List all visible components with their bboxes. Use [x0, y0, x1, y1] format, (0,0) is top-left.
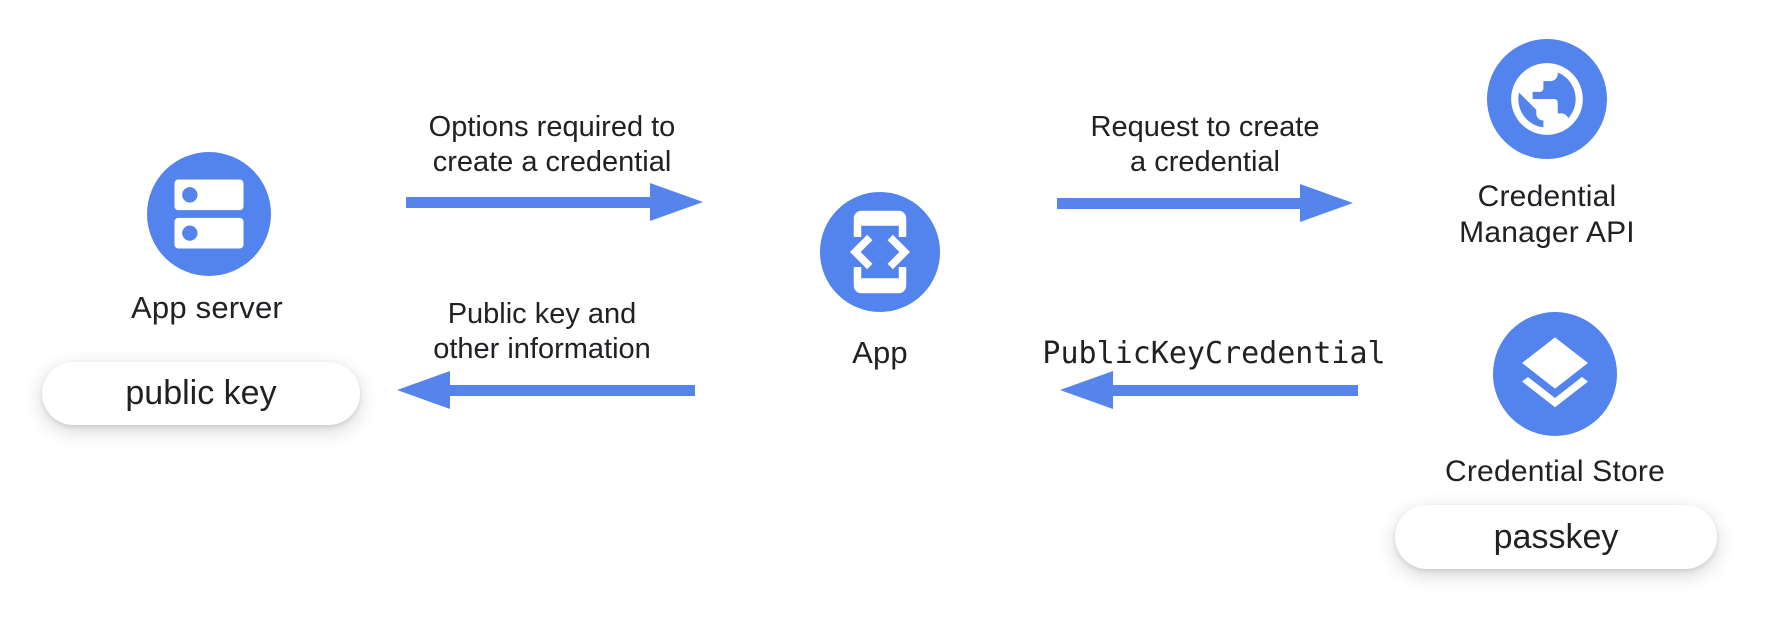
public-key-pill: public key — [42, 362, 360, 425]
app-node — [820, 192, 940, 312]
arrow-request-label: Request to create a credential — [1090, 111, 1320, 178]
credential-store-node — [1493, 312, 1617, 436]
arrow-publickey-info-shaft — [449, 385, 695, 396]
arrow-options-head — [650, 183, 703, 221]
app-server-label: App server — [131, 290, 283, 325]
arrow-publickeycredential-shaft — [1112, 385, 1358, 396]
layers-icon — [1511, 330, 1599, 418]
credential-manager-label: Credential Manager API — [1459, 180, 1635, 249]
arrow-publickeycredential-label: PublicKeyCredential — [1042, 336, 1386, 371]
app-label: App — [852, 335, 908, 370]
arrow-options-label: Options required to create a credential — [428, 111, 676, 178]
app-server-node — [147, 152, 271, 276]
arrow-request-shaft — [1057, 198, 1301, 209]
credential-manager-node — [1487, 39, 1607, 159]
phone-dev-mode-icon — [835, 207, 925, 297]
arrow-publickey-info-head — [397, 371, 450, 409]
arrow-publickey-info-label: Public key and other information — [433, 298, 651, 365]
passkey-pill-text: passkey — [1493, 517, 1619, 556]
credential-store-label: Credential Store — [1445, 455, 1665, 488]
server-dns-icon — [163, 168, 255, 260]
globe-icon — [1504, 56, 1590, 142]
passkey-pill: passkey — [1395, 505, 1717, 569]
arrow-request-head — [1300, 184, 1353, 222]
arrow-publickeycredential-head — [1060, 371, 1113, 409]
public-key-pill-text: public key — [125, 374, 277, 412]
arrow-options-shaft — [406, 197, 651, 208]
